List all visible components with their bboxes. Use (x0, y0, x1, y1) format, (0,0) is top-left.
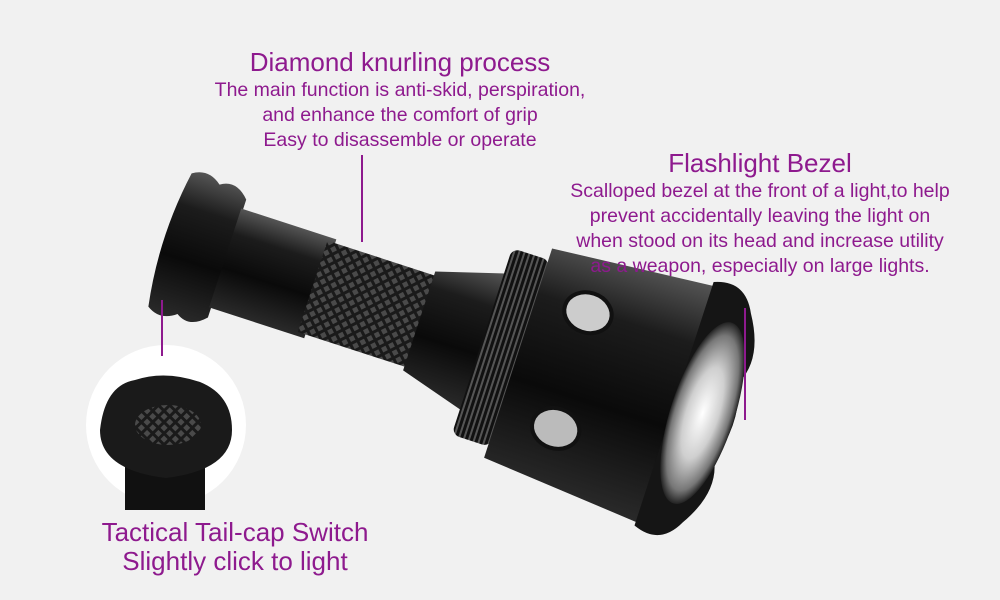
knurling-callout: Diamond knurling process The main functi… (170, 47, 630, 153)
head-vent (530, 405, 582, 451)
callout-line: The main function is anti-skid, perspira… (214, 79, 586, 102)
grip-flange (403, 271, 507, 411)
callout-line: when stood on its head and increase util… (576, 230, 944, 253)
bezel-callout: Flashlight Bezel Scalloped bezel at the … (545, 148, 975, 279)
tailcap-callout: Tactical Tail-cap Switch Slightly click … (60, 518, 410, 576)
switch-button (135, 405, 201, 445)
callout-title: Tactical Tail-cap Switch (101, 517, 369, 547)
flashlight (148, 172, 755, 536)
lens-reflector (660, 322, 745, 504)
tail-cap (148, 172, 247, 322)
callout-line: Scalloped bezel at the front of a light,… (570, 180, 950, 203)
head-vent (562, 290, 614, 336)
callout-line: Easy to disassemble or operate (263, 129, 537, 152)
knurled-grip (297, 240, 437, 368)
callout-line: and enhance the comfort of grip (262, 104, 538, 127)
callout-line: prevent accidentally leaving the light o… (589, 205, 931, 228)
tailcap-closeup (100, 375, 232, 510)
callout-line: as a weapon, especially on large lights. (590, 255, 930, 278)
callout-title: Diamond knurling process (249, 47, 551, 77)
knurled-ring (453, 250, 549, 445)
callout-subtitle: Slightly click to light (122, 546, 348, 576)
callout-title: Flashlight Bezel (668, 148, 852, 178)
body-tube (209, 208, 337, 339)
